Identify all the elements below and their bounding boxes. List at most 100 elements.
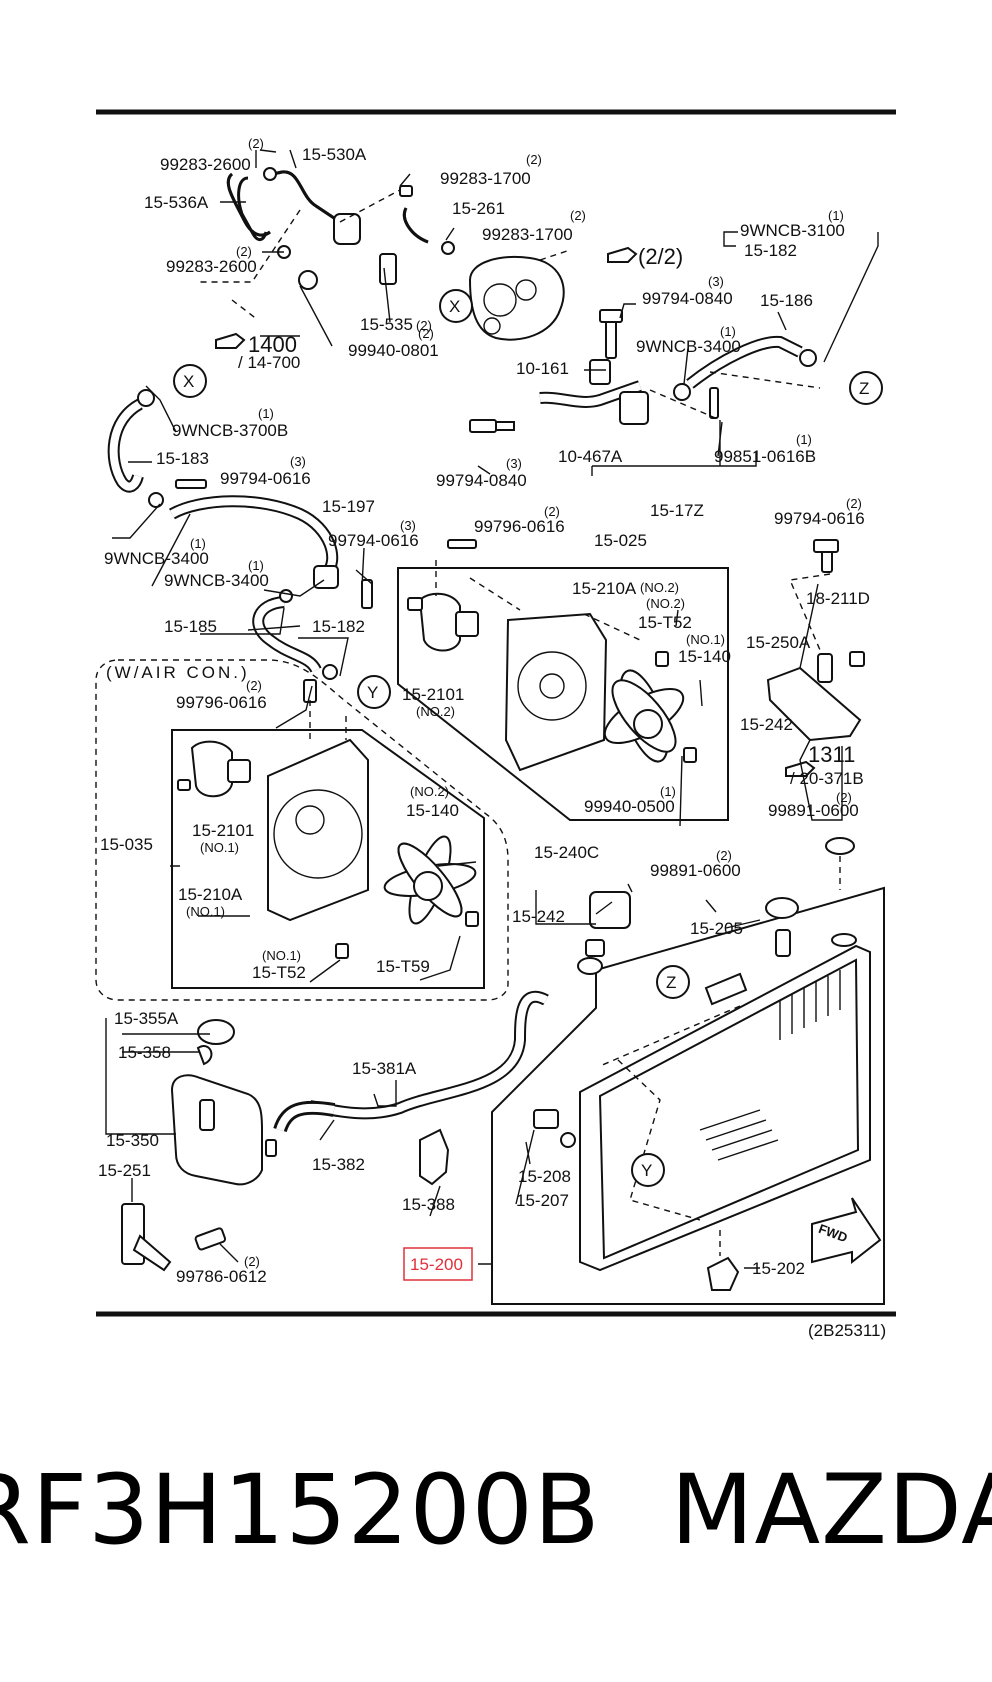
leader-lines — [105, 149, 879, 1269]
part-label: 15-2101 — [192, 821, 254, 840]
part-label: 15-210A — [572, 579, 637, 598]
part-label: 10-467A — [558, 447, 623, 466]
qty-label: (NO.2) — [410, 784, 449, 799]
part-label: 15-381A — [352, 1059, 417, 1078]
fan-motor-no2-group — [397, 567, 729, 821]
callout-x: X — [183, 372, 194, 391]
qty-label: (2) — [248, 136, 264, 151]
part-label: 15-182 — [312, 617, 365, 636]
part-label: 9WNCB-3100 — [740, 221, 845, 240]
part-label: 15-530A — [302, 145, 367, 164]
part-label: 15-183 — [156, 449, 209, 468]
qty-label: (2) — [416, 318, 432, 333]
part-label: 99851-0616B — [714, 447, 816, 466]
part-label: 15-261 — [452, 199, 505, 218]
part-label: 99940-0500 — [584, 797, 675, 816]
upper-hose-assembly — [226, 167, 565, 341]
part-label: 1311 — [808, 742, 855, 767]
part-label: 15-242 — [512, 907, 565, 926]
part-label: 15-T59 — [376, 957, 430, 976]
qty-label: (3) — [708, 274, 724, 289]
part-label: / 14-700 — [238, 353, 300, 372]
qty-label: (3) — [400, 518, 416, 533]
part-label: 15-186 — [760, 291, 813, 310]
highlighted-part-label: 15-200 — [410, 1255, 463, 1274]
qty-label: (1) — [258, 406, 274, 421]
part-label: 15-208 — [518, 1167, 571, 1186]
fwd-arrow-shape — [811, 1197, 882, 1265]
callout-z: Z — [666, 973, 676, 992]
qty-label: (3) — [290, 454, 306, 469]
part-label: (2/2) — [638, 244, 683, 269]
qty-label: (2) — [236, 244, 252, 259]
qty-label: (1) — [248, 558, 264, 573]
callout-y: Y — [641, 1161, 652, 1180]
part-label: 15-185 — [164, 617, 217, 636]
part-label: 99940-0801 — [348, 341, 439, 360]
part-label: 15-210A — [178, 885, 243, 904]
part-label: 15-17Z — [650, 501, 704, 520]
part-label: 99794-0616 — [220, 469, 311, 488]
part-label: 9WNCB-3400 — [104, 549, 209, 568]
part-label: 15-207 — [516, 1191, 569, 1210]
qty-label: (NO.2) — [646, 596, 685, 611]
part-label: 99283-1700 — [440, 169, 531, 188]
part-label: 99786-0612 — [176, 1267, 267, 1286]
air-con-box — [95, 659, 509, 1001]
part-label: 15-382 — [312, 1155, 365, 1174]
brand-name: MAZDA — [670, 1454, 992, 1566]
part-label: 99794-0616 — [774, 509, 865, 528]
bracket-group — [766, 539, 865, 855]
diagram-code: (2B25311) — [808, 1321, 886, 1340]
pointer-hand-icons — [215, 246, 816, 777]
qty-label: (NO.2) — [640, 580, 679, 595]
part-label: 9WNCB-3400 — [636, 337, 741, 356]
qty-label: (1) — [720, 324, 736, 339]
part-label: 15-240C — [534, 843, 599, 862]
part-label: 15-205 — [690, 919, 743, 938]
part-label: 15-140 — [678, 647, 731, 666]
callout-y: Y — [367, 683, 378, 702]
part-label: 15-025 — [594, 531, 647, 550]
highlight-box — [403, 1247, 473, 1281]
part-label: 99283-2600 — [160, 155, 251, 174]
callout-circles — [173, 289, 883, 1187]
qty-label: (NO.1) — [186, 904, 225, 919]
qty-label: (2) — [246, 678, 262, 693]
part-label: 15-035 — [100, 835, 153, 854]
part-label: 99796-0616 — [176, 693, 267, 712]
callout-z: Z — [859, 379, 869, 398]
radiator — [533, 897, 871, 1291]
part-label: 15-350 — [106, 1131, 159, 1150]
part-number: RF3H15200B — [0, 1454, 601, 1566]
qty-label: (3) — [506, 456, 522, 471]
reservoir-group — [121, 891, 631, 1272]
part-label: 15-250A — [746, 633, 811, 652]
lower-hose-assembly — [107, 389, 477, 680]
part-label: 15-536A — [144, 193, 209, 212]
part-label: 99891-0600 — [768, 801, 859, 820]
part-label: 9WNCB-3400 — [164, 571, 269, 590]
part-label: 15-202 — [752, 1259, 805, 1278]
part-label: 15-197 — [322, 497, 375, 516]
part-label: 10-161 — [516, 359, 569, 378]
part-labels: (2) 99283-2600 15-530A 15-536A (2) 99283… — [98, 136, 886, 1340]
part-label: 18-211D — [806, 589, 870, 608]
qty-label: (2) — [244, 1254, 260, 1269]
qty-label: (2) — [526, 152, 542, 167]
qty-label: (2) — [570, 208, 586, 223]
part-label: 15-535 — [360, 315, 413, 334]
part-label: 1400 — [248, 332, 297, 357]
caption: RF3H15200B MAZDA — [0, 1440, 992, 1580]
part-label: 15-388 — [402, 1195, 455, 1214]
qty-label: (2) — [846, 496, 862, 511]
qty-label: (1) — [828, 208, 844, 223]
part-label: / 20-371B — [790, 769, 864, 788]
qty-label: (2) — [418, 326, 434, 341]
qty-label: (NO.1) — [686, 632, 725, 647]
qty-label: (2) — [836, 790, 852, 805]
callout-x: X — [449, 297, 460, 316]
part-label: 15-242 — [740, 715, 793, 734]
qty-label: (1) — [190, 536, 206, 551]
